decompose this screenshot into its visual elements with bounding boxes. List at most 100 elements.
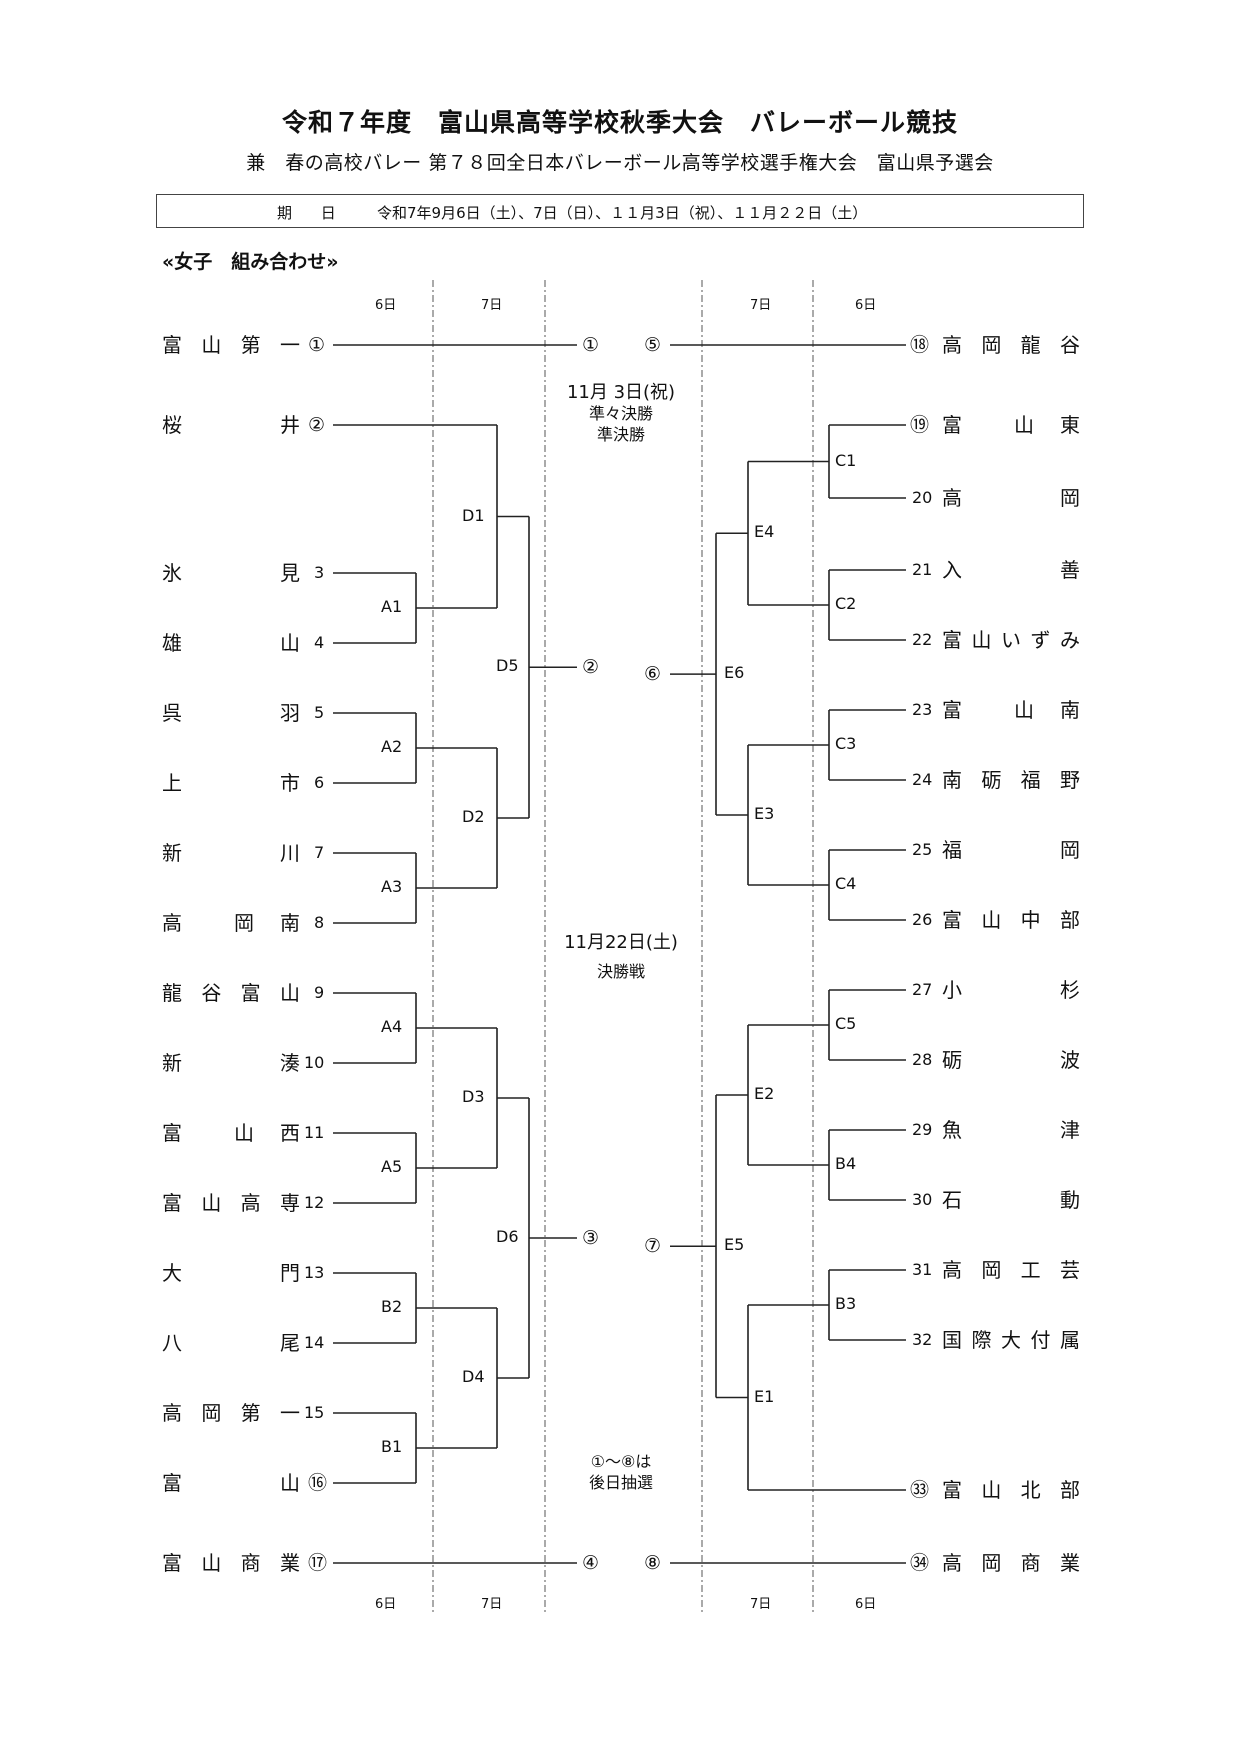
team-name-char: 岡 [1059, 838, 1080, 862]
team-row-right: 高岡商業 [942, 1550, 1080, 1576]
team-name: 富山北部 [942, 1477, 1080, 1503]
team-name-char: 業 [1059, 1551, 1080, 1575]
team-name-char: 北 [1020, 1478, 1041, 1502]
team-name-char: 山 [1014, 698, 1034, 722]
team-name-char: 専 [279, 1191, 300, 1215]
team-row-left: 高岡南 [162, 910, 300, 936]
match-label-d2: D2 [462, 807, 485, 826]
team-seed-number: 24 [912, 770, 933, 789]
team-name-char: 波 [1059, 1048, 1080, 1072]
team-name-char: 龍 [1020, 333, 1041, 357]
team-seed-number: 29 [912, 1120, 933, 1139]
team-name-char: 門 [279, 1261, 300, 1285]
match-label-a4: A4 [381, 1017, 403, 1036]
match-label-c2: C2 [835, 594, 857, 613]
team-row-left: 新川 [162, 840, 300, 866]
team-seed-number: 15 [304, 1403, 325, 1422]
section-heading: «女子 組み合わせ» [162, 251, 339, 273]
match-label-d1: D1 [462, 505, 485, 525]
match-label-c4: C4 [835, 874, 857, 893]
team-seed-number: 21 [912, 560, 933, 579]
match-label-e1: E1 [754, 1386, 775, 1406]
team-name-char: 中 [1020, 908, 1041, 932]
team-name-char: 新 [162, 841, 182, 865]
team-name-char: 八 [162, 1331, 182, 1355]
day-label-right-r2: 7日 [750, 298, 772, 313]
team-name-char: 野 [1059, 768, 1080, 792]
team-name: 国際大付属 [942, 1327, 1080, 1353]
match-label-d3: D3 [462, 1087, 485, 1106]
team-name: 高岡商業 [942, 1550, 1080, 1576]
team-name-char: 小 [942, 978, 962, 1002]
match-label-a1: A1 [381, 597, 403, 616]
team-seed-number: ⑰ [308, 1552, 328, 1574]
team-name-char: 部 [1059, 908, 1080, 932]
team-name: 桜井 [162, 412, 300, 438]
match-label-e2: E2 [754, 1084, 775, 1103]
final-label: 決勝戦 [596, 962, 645, 981]
team-name-char: 津 [1059, 1118, 1080, 1142]
team-name-char: 際 [971, 1328, 992, 1352]
team-row-left: 桜井 [162, 412, 300, 438]
team-seed-number: 28 [912, 1050, 933, 1069]
match-label-b2: B2 [381, 1297, 403, 1316]
team-name: 福岡 [942, 837, 1080, 863]
team-name-char: 国 [942, 1328, 962, 1352]
team-name: 富山いずみ [942, 627, 1080, 653]
team-name-char: 雄 [162, 631, 182, 655]
slot-right-5: ⑤ [644, 334, 662, 356]
team-name-char: 南 [1060, 698, 1080, 722]
draw-note-line2: 後日抽選 [588, 1473, 653, 1492]
team-name-char: 山 [279, 1471, 300, 1495]
quarterfinal-label: 準々決勝 [588, 404, 653, 423]
day-label-left-r2: 7日 [481, 298, 503, 313]
team-name-char: 南 [280, 911, 300, 935]
team-row-left: 富山高専 [162, 1190, 300, 1216]
team-row-right: 富山東 [942, 412, 1080, 438]
team-name-char: 岡 [201, 1401, 222, 1425]
team-seed-number: 25 [912, 840, 933, 859]
day-label-right-r2-bottom: 7日 [750, 1597, 772, 1612]
match-label-a2: A2 [381, 737, 403, 756]
team-row-left: 大門 [162, 1260, 300, 1286]
team-seed-number: 30 [912, 1190, 933, 1209]
team-name-char: 尾 [279, 1331, 300, 1355]
team-name: 高岡第一 [162, 1400, 300, 1426]
team-row-right: 富山北部 [942, 1477, 1080, 1503]
semifinal-note: 11月 3日(祝) 準々決勝 準決勝 [541, 382, 701, 445]
team-name: 富山西 [162, 1120, 300, 1146]
team-name-char: 富 [942, 413, 962, 437]
team-name: 富山中部 [942, 907, 1080, 933]
team-name-char: 商 [1020, 1551, 1041, 1575]
match-label-b4: B4 [835, 1154, 857, 1173]
team-name-char: 谷 [1059, 333, 1080, 357]
slot-right-6: ⑥ [644, 663, 662, 686]
team-name-char: 富 [942, 1478, 962, 1502]
team-name-char: 山 [279, 631, 300, 655]
team-name-char: 石 [942, 1188, 962, 1212]
team-name-char: 山 [1014, 413, 1034, 437]
team-name-char: 富 [162, 1471, 182, 1495]
team-seed-number: 14 [304, 1333, 325, 1352]
match-label-c3: C3 [835, 734, 857, 753]
team-seed-number: ⑱ [910, 334, 930, 356]
team-seed-number: 11 [304, 1123, 325, 1142]
team-name-char: 高 [942, 333, 962, 357]
schedule-label: 期 日 [277, 204, 348, 222]
team-seed-number: 5 [314, 703, 325, 722]
final-note: 11月22日(土) 決勝戦 [541, 932, 701, 982]
match-label-a3: A3 [381, 877, 403, 896]
team-name-char: 大 [162, 1261, 182, 1285]
team-seed-number: ㉞ [910, 1552, 930, 1574]
team-name-char: い [1001, 628, 1021, 652]
team-name: 富山高専 [162, 1190, 300, 1216]
team-name: 小杉 [942, 977, 1080, 1003]
team-seed-number: 12 [304, 1193, 325, 1212]
slot-right-7: ⑦ [644, 1235, 662, 1258]
team-name-char: 山 [201, 1191, 222, 1215]
team-name: 高岡工芸 [942, 1257, 1080, 1283]
team-name-char: 杉 [1059, 978, 1080, 1002]
team-name: 新湊 [162, 1050, 300, 1076]
team-row-left: 富山 [162, 1470, 300, 1496]
team-row-left: 氷見 [162, 560, 300, 586]
